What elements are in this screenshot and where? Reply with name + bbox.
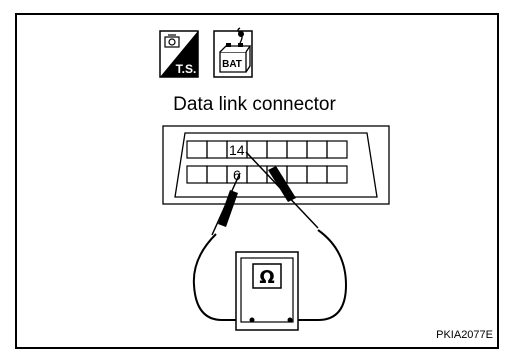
data-link-connector [162,125,390,205]
bat-label: BAT [222,59,242,70]
figure-code: PKIA2077E [436,329,493,341]
pin-label-14: 14 [229,142,245,158]
pin-grid-upper [186,140,348,159]
diagram-title: Data link connector [173,94,336,115]
ohm-symbol: Ω [259,267,274,288]
pin-label-6: 6 [233,167,241,183]
probe-right [245,151,348,321]
probe-left [192,172,250,321]
battery-icon: BAT [213,27,253,78]
ts-label: T.S. [176,62,197,76]
ts-icon: T.S. [159,30,199,78]
ohmmeter-icon: Ω [235,251,299,331]
frame-border [15,13,499,349]
